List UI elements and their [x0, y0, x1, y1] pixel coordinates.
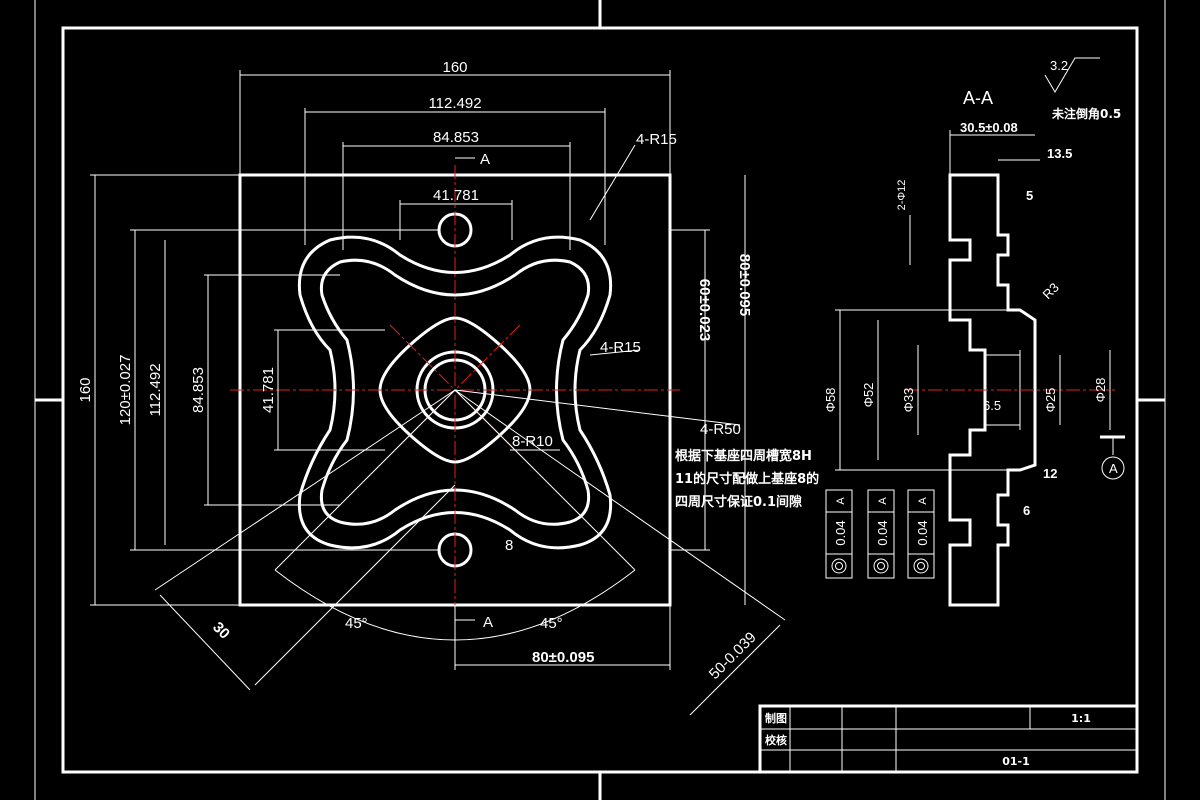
dim-phi58: Φ58: [823, 388, 838, 413]
dim-60-right: 60±0.023: [696, 279, 713, 341]
note-line-2: 11的尺寸配做上基座8的: [675, 471, 819, 487]
section-mark-top: A: [480, 151, 490, 168]
tol-2-datum: A: [877, 497, 889, 505]
dim-12: 12: [1043, 466, 1057, 481]
tolerance-frames: [825, 489, 935, 579]
tol-3-value: 0.04: [915, 520, 930, 545]
note-line-1: 根据下基座四周槽宽8H: [675, 448, 812, 464]
dim-112-left: 112.492: [147, 363, 164, 416]
roughness-symbol: [1044, 57, 1100, 93]
tol-3-datum: A: [917, 497, 929, 505]
tol-1-value: 0.04: [833, 520, 848, 545]
title-block-scale: 1:1: [1071, 712, 1091, 725]
dim-2-phi12: 2-Φ12: [896, 180, 908, 211]
roughness-value: 3.2: [1050, 58, 1068, 73]
dim-84-left: 84.853: [190, 367, 207, 413]
dim-6: 6: [1023, 503, 1030, 518]
title-block: [758, 704, 1139, 774]
datum-a: A: [1109, 461, 1118, 476]
dim-50-diag: 50-0.039: [706, 629, 760, 683]
section-body: [948, 173, 1037, 607]
radius-8r10: 8-R10: [512, 433, 553, 450]
dim-5: 5: [1026, 188, 1033, 203]
dim-8: 8: [505, 537, 513, 554]
wavy-inner-profile: [319, 258, 591, 526]
dim-80-bottom: 80±0.095: [532, 649, 594, 666]
sheet-frame: [34, 0, 1166, 800]
radius-4r50: 4-R50: [700, 421, 741, 438]
dim-112-top: 112.492: [428, 95, 481, 112]
title-block-drawing-no: 01-1: [1002, 755, 1030, 768]
dim-phi33: Φ33: [901, 388, 916, 413]
diamond-boss: [378, 316, 532, 464]
top-view: [90, 70, 786, 716]
angle-right: 45°: [540, 615, 563, 632]
dim-6-5: 6.5: [983, 398, 1001, 413]
chamfer-note: 未注倒角0.5: [1051, 106, 1121, 121]
dim-84-top: 84.853: [433, 129, 479, 146]
section-mark-bottom: A: [483, 614, 493, 631]
dim-160-left: 160: [77, 377, 94, 402]
title-block-checked: 校核: [765, 733, 787, 747]
dim-80-right: 80±0.095: [736, 254, 753, 316]
tol-2-value: 0.04: [875, 520, 890, 545]
dim-13-5: 13.5: [1047, 146, 1072, 161]
radius-r3: R3: [1040, 280, 1062, 302]
dim-120-left: 120±0.027: [117, 355, 134, 426]
note-line-3: 四周尺寸保证0.1间隙: [675, 494, 802, 510]
dim-phi52: Φ52: [861, 383, 876, 408]
tol-1-datum: A: [835, 497, 847, 505]
dim-phi28: Φ28: [1093, 378, 1108, 403]
dim-41-left: 41.781: [260, 367, 277, 413]
dim-160-top: 160: [442, 59, 467, 76]
dim-41-top: 41.781: [433, 187, 479, 204]
angle-left: 45°: [345, 615, 368, 632]
section-view: [835, 130, 1125, 607]
title-block-drawn: 制图: [765, 711, 787, 725]
centerline-diag2: [389, 324, 521, 456]
radius-4r15-top: 4-R15: [636, 131, 677, 148]
dim-30-diag: 30: [209, 619, 233, 643]
centerline-diag1: [389, 324, 521, 456]
radius-4r15-mid: 4-R15: [600, 339, 641, 356]
dim-phi25: Φ25: [1043, 388, 1058, 413]
dim-30-5: 30.5±0.08: [960, 120, 1018, 135]
section-title: A-A: [963, 88, 993, 108]
wavy-outer-profile: [297, 235, 613, 550]
